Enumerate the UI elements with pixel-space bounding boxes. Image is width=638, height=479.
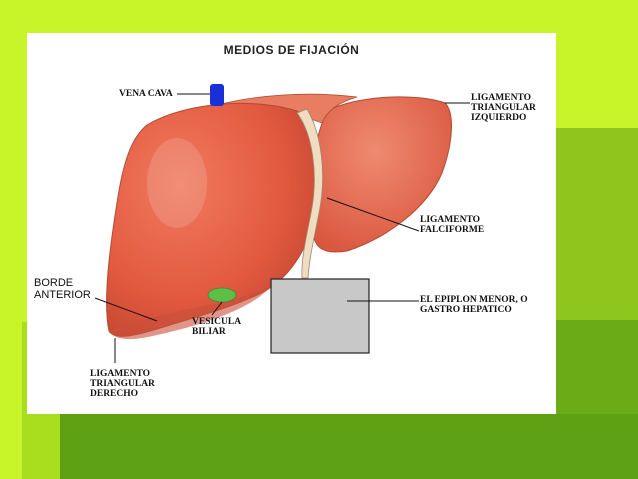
label-vesicula-biliar: VESICULA BILIAR	[192, 317, 242, 337]
label-vena-cava: VENA CAVA	[119, 89, 173, 99]
vena-cava	[210, 84, 224, 106]
leader-line	[326, 197, 420, 232]
liver-illustration	[94, 84, 470, 363]
background-block	[556, 128, 638, 328]
label-ligamento-falciforme: LIGAMENTO FALCIFORME	[420, 215, 485, 235]
leader-line	[94, 297, 158, 322]
falciform-ligament	[296, 108, 323, 279]
label-epiplon-menor: EL EPIPLON MENOR, O GASTRO HEPATICO	[420, 295, 528, 315]
leader-line	[211, 301, 223, 316]
label-borde-anterior: BORDE ANTERIOR	[34, 277, 91, 301]
background-block	[60, 414, 638, 479]
gallbladder	[207, 287, 237, 303]
anterior-edge	[109, 285, 272, 340]
diagram-title: MEDIOS DE FIJACIÓN	[223, 43, 360, 57]
slide-panel: MEDIOS DE FIJACIÓN VENA CAVA LIGAMENTO T…	[27, 33, 556, 414]
label-ligamento-triangular-derecho: LIGAMENTO TRIANGULAR DERECHO	[90, 369, 155, 399]
epiplon-placeholder-box	[270, 278, 370, 354]
liver-highlight	[147, 138, 207, 228]
label-ligamento-triangular-izquierdo: LIGAMENTO TRIANGULAR IZQUIERDO	[471, 93, 536, 123]
